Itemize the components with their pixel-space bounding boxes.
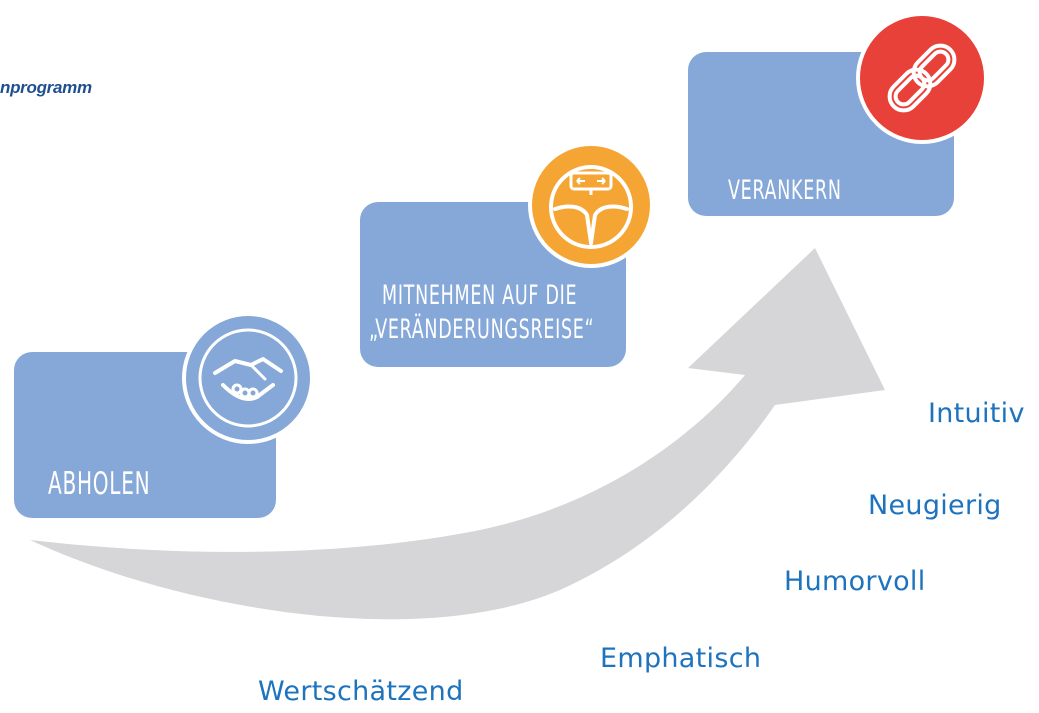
trait-neugierig: Neugierig — [868, 490, 1002, 521]
steering-wheel-icon — [549, 165, 633, 249]
trait-humorvoll: Humorvoll — [784, 566, 926, 597]
step-abholen-label: ABHOLEN — [48, 466, 151, 502]
trait-wertschaetzend: Wertschätzend — [258, 676, 464, 707]
step-verankern-label: VERANKERN — [728, 175, 842, 206]
trait-emphatisch: Emphatisch — [600, 643, 762, 674]
growth-arrow-shape — [30, 248, 885, 620]
handshake-icon — [198, 328, 298, 428]
step-mitnehmen-label-line1: MITNEHMEN AUF DIE — [382, 280, 578, 311]
step-mitnehmen-label-line2: „VERÄNDERUNGSREISE“ — [369, 314, 595, 345]
trait-intuitiv: Intuitiv — [928, 398, 1025, 429]
step-verankern-badge — [856, 12, 988, 144]
step-mitnehmen-badge — [528, 142, 654, 268]
step-abholen-badge — [182, 312, 314, 444]
program-logo-text: nprogramm — [0, 78, 92, 97]
chain-link-icon — [887, 43, 957, 113]
